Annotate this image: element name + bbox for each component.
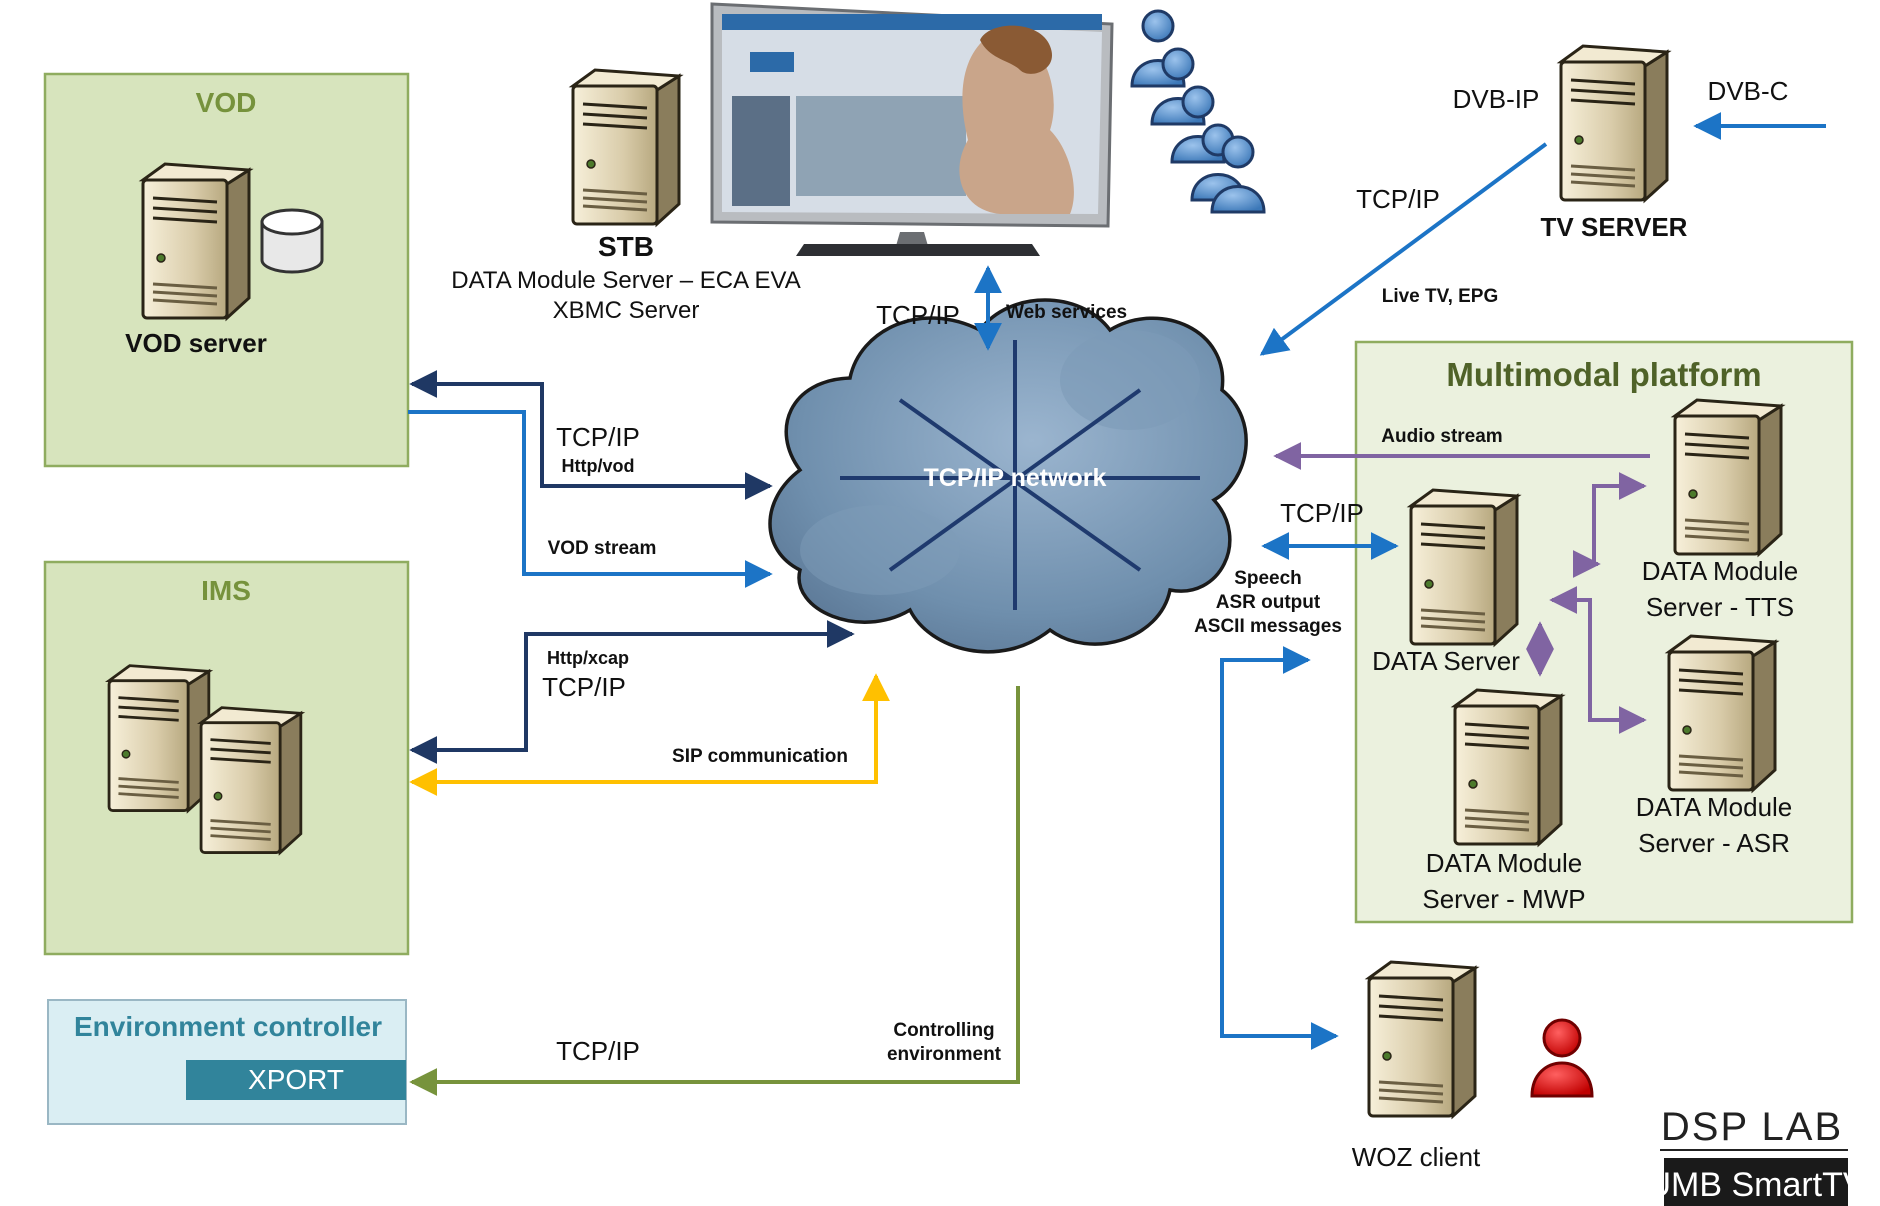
stb-line-1: DATA Module Server – ECA EVA xyxy=(451,267,800,294)
ims-http-arrow xyxy=(409,620,855,764)
controlling-label-1: Controlling xyxy=(893,1020,994,1041)
user-group-icon xyxy=(1130,9,1266,214)
vod-title: VOD xyxy=(196,87,257,118)
stb-tcpip-label: TCP/IP xyxy=(876,300,960,330)
asr-server-icon xyxy=(1667,634,1777,792)
tts-label-1: DATA Module xyxy=(1642,556,1799,586)
live-tv-label: Live TV, EPG xyxy=(1382,286,1499,307)
asr-label-1: DATA Module xyxy=(1636,792,1793,822)
env-control-arrow xyxy=(409,686,1020,1096)
data-server-label: DATA Server xyxy=(1372,646,1520,676)
tts-server-icon xyxy=(1673,398,1783,556)
http-xcap-label: Http/xcap xyxy=(547,648,629,668)
tv-tcpip-label: TCP/IP xyxy=(1356,184,1440,214)
mm-tcpip-label: TCP/IP xyxy=(1280,498,1364,528)
ims-title: IMS xyxy=(201,575,251,606)
stb-line-2: XBMC Server xyxy=(553,297,700,324)
vod-stream-label: VOD stream xyxy=(548,538,657,559)
tv-server-icon xyxy=(1559,44,1669,202)
vod-http-arrow xyxy=(409,370,773,500)
tts-link-arrow xyxy=(1572,472,1647,578)
vod-server-label: VOD server xyxy=(125,328,267,358)
sip-arrow xyxy=(409,673,890,796)
asr-link-arrow xyxy=(1549,586,1647,734)
woz-server-icon xyxy=(1367,960,1477,1118)
dsp-lab-logo: DSP LAB UMB SmartTV xyxy=(1646,1105,1866,1206)
tv-server-label: TV SERVER xyxy=(1541,212,1688,242)
dvb-ip-label: DVB-IP xyxy=(1453,84,1540,114)
network-label: TCP/IP network xyxy=(924,464,1107,492)
mwp-label-1: DATA Module xyxy=(1426,848,1583,878)
controlling-label-2: environment xyxy=(887,1044,1002,1065)
xport-block xyxy=(186,1060,406,1100)
ims-tcpip-label: TCP/IP xyxy=(542,672,626,702)
vod-stream-arrow xyxy=(408,410,773,588)
environment-controller-box: Environment controller XPORT xyxy=(47,999,407,1125)
woz-label: WOZ client xyxy=(1352,1142,1481,1172)
multimodal-platform-box: Multimodal platform DATA Server DATA Mod… xyxy=(1354,340,1854,924)
stb-title: STB xyxy=(598,231,654,262)
logo-top-text: DSP LAB xyxy=(1661,1105,1843,1149)
ascii-messages-label: ASCII messages xyxy=(1194,616,1342,637)
mwp-server-icon xyxy=(1453,688,1563,846)
stb-server-icon xyxy=(571,68,681,226)
asr-output-label: ASR output xyxy=(1216,592,1321,613)
sip-label: SIP communication xyxy=(672,746,848,767)
vod-box: VOD VOD server xyxy=(43,72,410,468)
env-title: Environment controller xyxy=(74,1011,382,1042)
tv-screen-icon xyxy=(710,2,1114,256)
asr-label-2: Server - ASR xyxy=(1638,828,1790,858)
xport-label: XPORT xyxy=(248,1064,344,1095)
ims-box: IMS xyxy=(43,560,410,956)
tcpip-network-cloud xyxy=(768,298,1248,654)
logo-bottom-text: UMB SmartTV xyxy=(1646,1166,1865,1204)
database-icon xyxy=(260,208,324,274)
woz-user-icon xyxy=(1530,1018,1594,1098)
vod-server-icon xyxy=(141,162,251,320)
web-services-label: Web services xyxy=(1006,302,1127,323)
speech-label: Speech xyxy=(1234,568,1302,589)
multimodal-title: Multimodal platform xyxy=(1446,356,1761,393)
mwp-label-2: Server - MWP xyxy=(1422,884,1585,914)
vod-tcpip-label: TCP/IP xyxy=(556,422,640,452)
audio-stream-label: Audio stream xyxy=(1381,426,1502,447)
data-server-icon xyxy=(1409,488,1519,646)
ims-server-icon-1 xyxy=(107,664,211,813)
tts-label-2: Server - TTS xyxy=(1646,592,1794,622)
ims-server-icon-2 xyxy=(199,706,303,855)
woz-link-arrow xyxy=(1220,646,1339,1050)
http-vod-label: Http/vod xyxy=(562,456,635,476)
dvb-c-label: DVB-C xyxy=(1708,76,1789,106)
env-tcpip-label: TCP/IP xyxy=(556,1036,640,1066)
tv-server-cloud-arrow xyxy=(1259,142,1548,356)
